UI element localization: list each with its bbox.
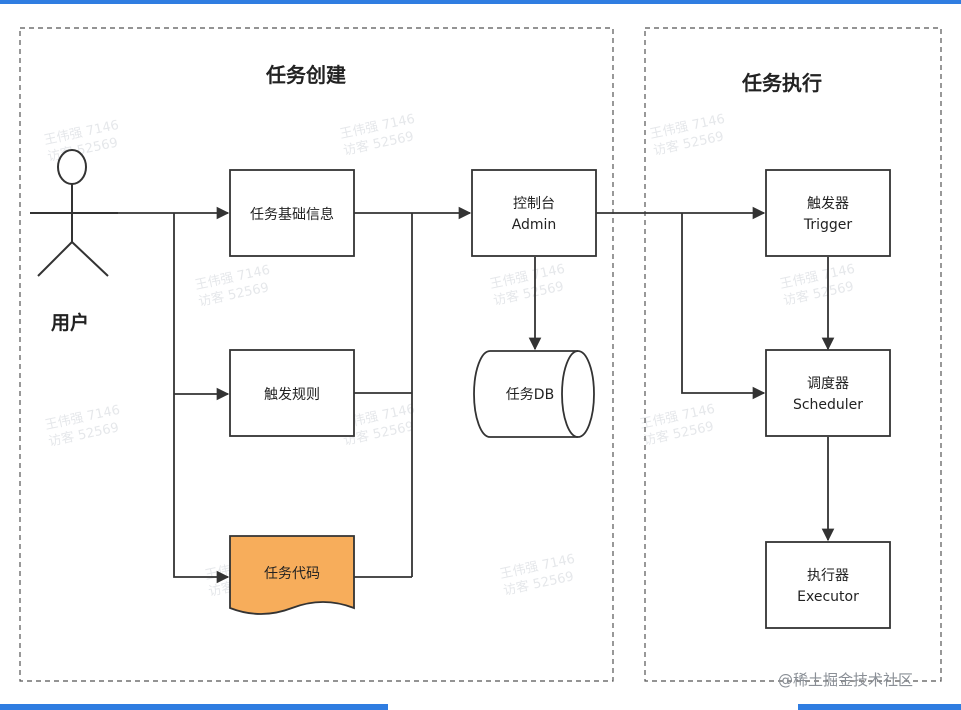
node-executor-line1: 执行器 — [807, 568, 849, 584]
node-trigger-line2: Trigger — [803, 217, 853, 233]
node-scheduler: 调度器 Scheduler — [765, 349, 891, 437]
source-credit: @稀土掘金技术社区 — [778, 671, 914, 689]
node-task-code-document: 任务代码 — [229, 535, 355, 615]
node-database-cylinder: 任务DB — [473, 350, 595, 438]
node-trigger-rules-label: 触发规则 — [264, 387, 320, 403]
node-trigger: 触发器 Trigger — [765, 169, 891, 257]
node-executor: 执行器 Executor — [765, 541, 891, 629]
node-scheduler-line1: 调度器 — [807, 376, 849, 392]
node-task-code-label: 任务代码 — [264, 566, 320, 582]
node-basic-info-label: 任务基础信息 — [250, 206, 334, 223]
creation-section-border — [19, 27, 614, 682]
node-admin-line2: Admin — [512, 217, 557, 233]
bottom-panel — [388, 696, 798, 710]
node-admin-line1: 控制台 — [513, 196, 555, 212]
user-actor-icon — [30, 149, 118, 277]
execution-section-border — [644, 27, 942, 682]
node-admin: 控制台 Admin — [471, 169, 597, 257]
node-scheduler-line2: Scheduler — [793, 397, 863, 413]
node-executor-line2: Executor — [797, 589, 859, 605]
node-database-label: 任务DB — [506, 387, 554, 403]
node-trigger-line1: 触发器 — [807, 196, 849, 212]
execution-section-title: 任务执行 — [741, 71, 822, 95]
node-basic-info: 任务基础信息 — [229, 169, 355, 257]
watermark: 王伟强 7146 访客 52569 王伟强 7146 访客 52569 王伟强 … — [43, 112, 867, 600]
user-actor-label: 用户 — [51, 311, 89, 334]
creation-section-title: 任务创建 — [265, 63, 346, 87]
top-accent-bar — [0, 0, 961, 4]
node-trigger-rules: 触发规则 — [229, 349, 355, 437]
connector-lines — [118, 206, 835, 584]
